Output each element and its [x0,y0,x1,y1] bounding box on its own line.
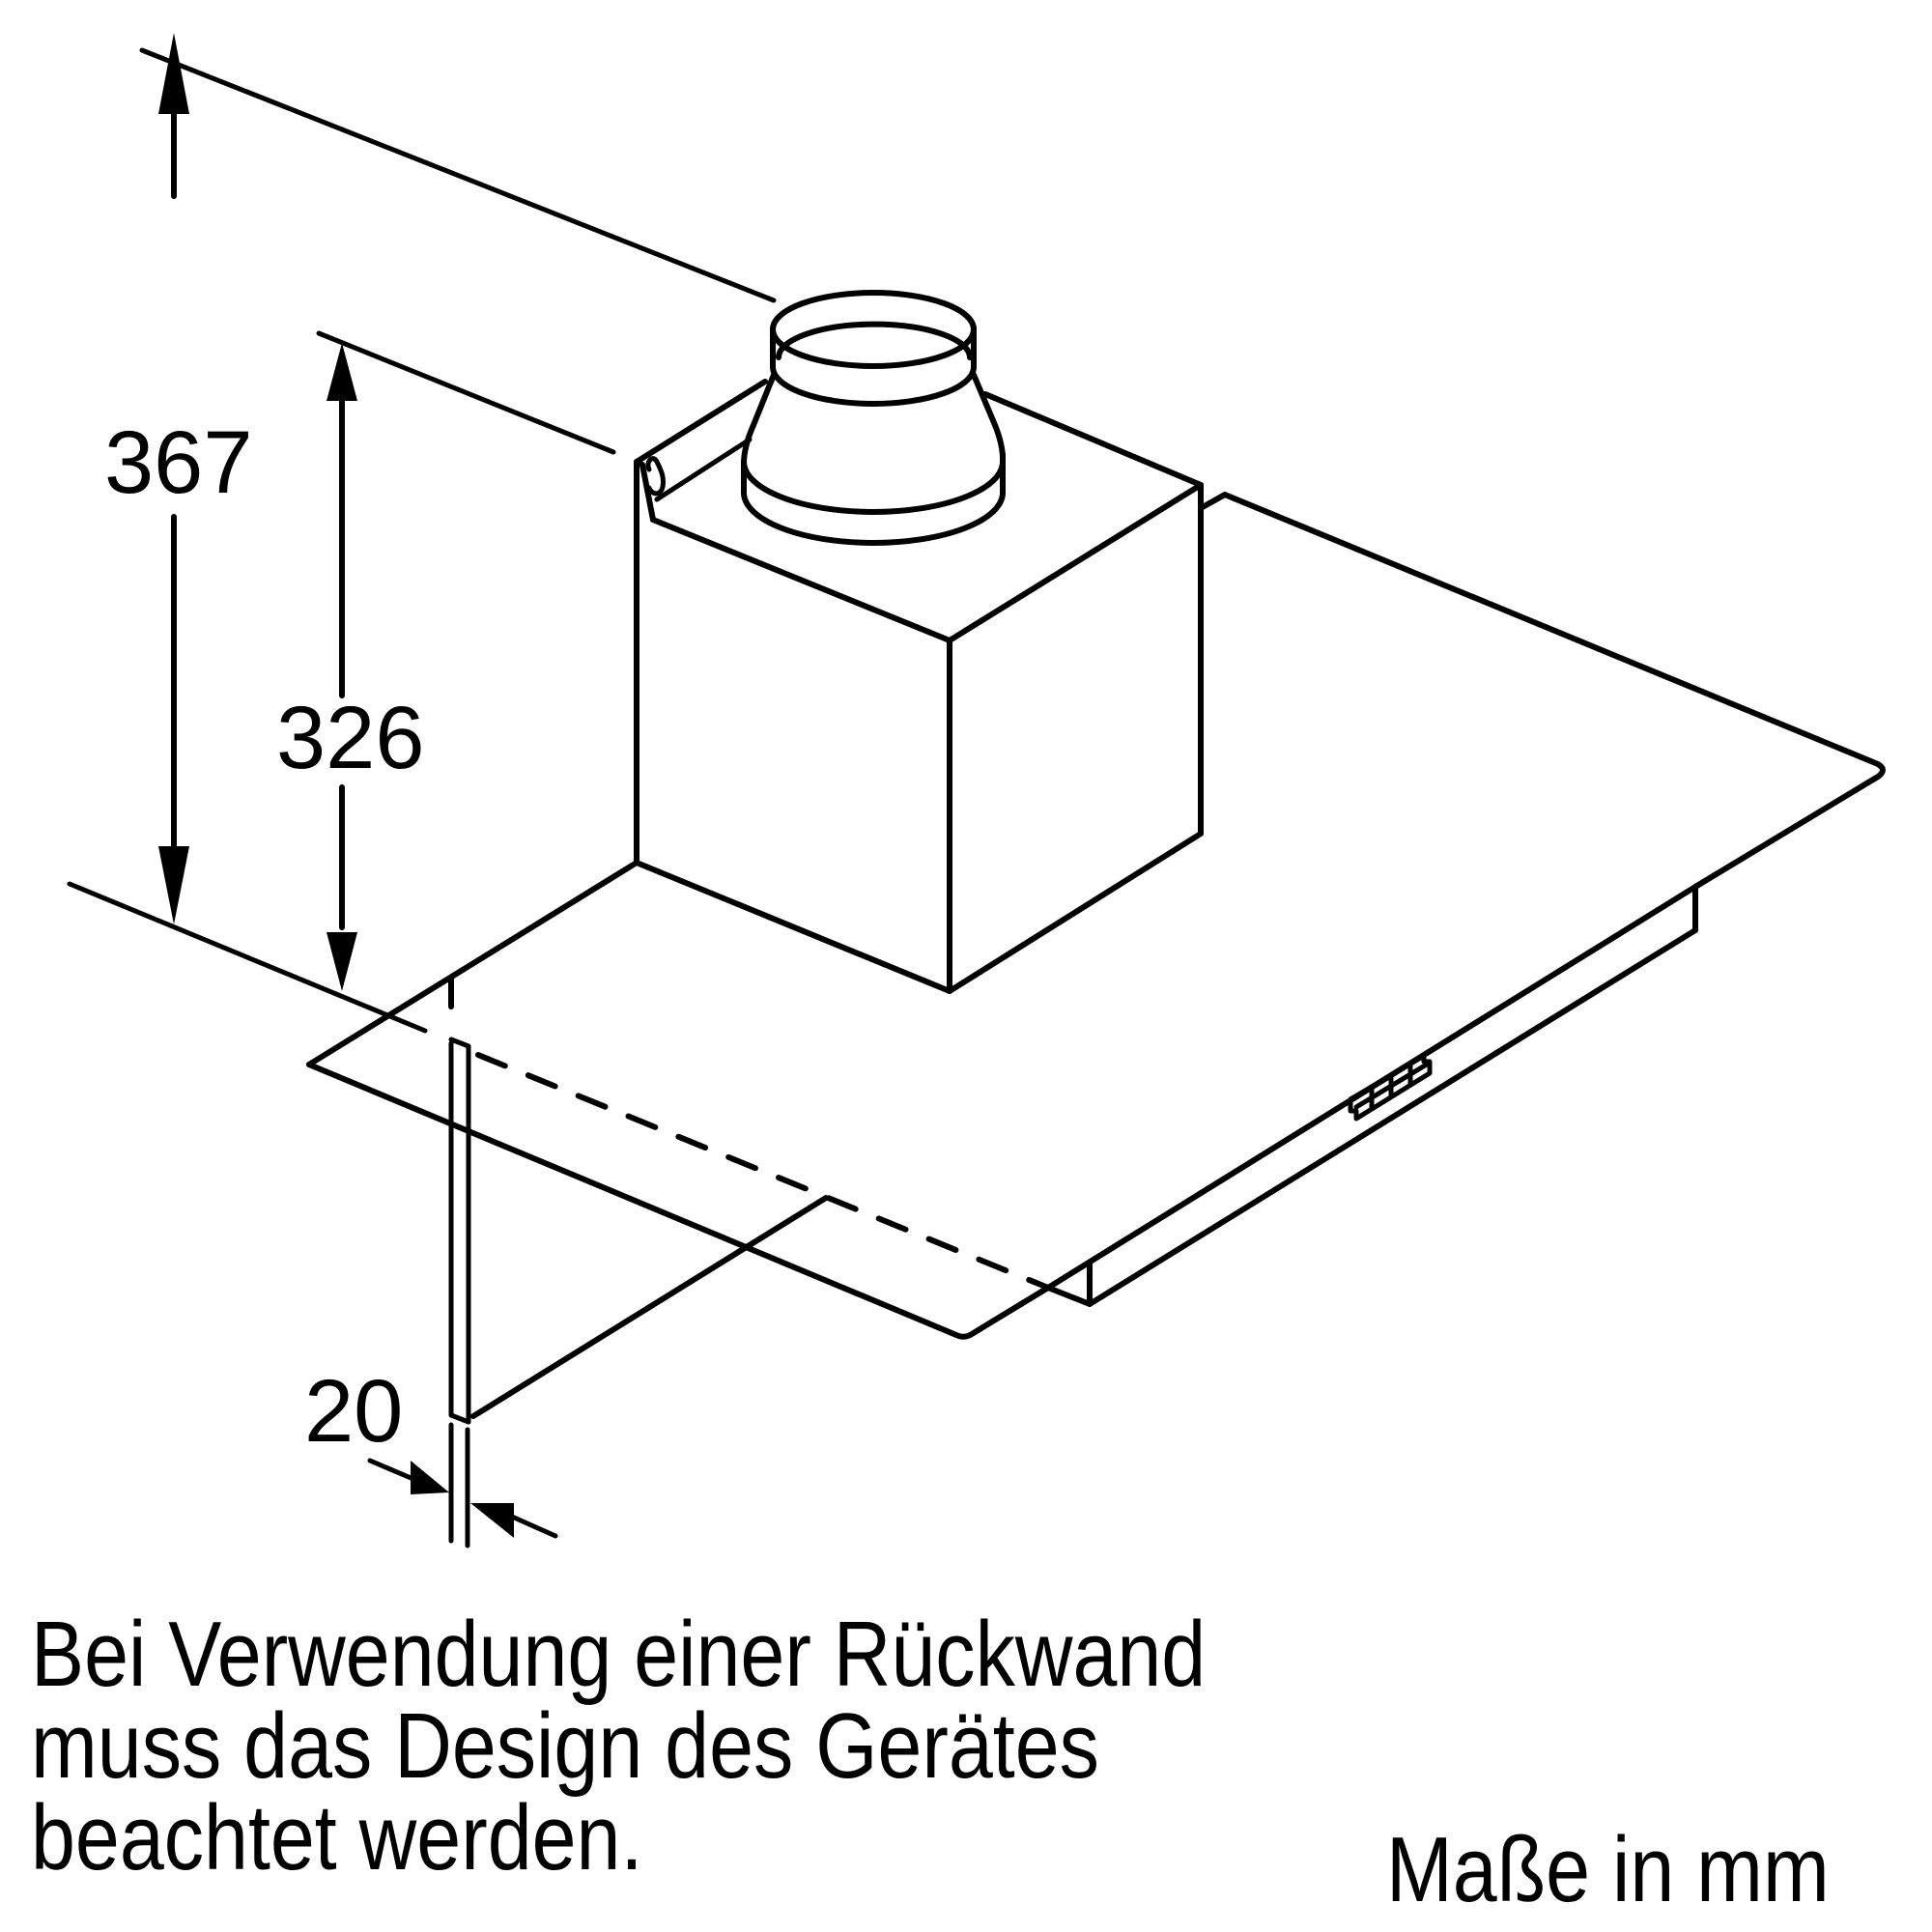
note-line-2: muss das Design des Gerätes [31,1694,1099,1798]
dimension-20: 20 [304,1362,558,1548]
dimension-367: 367 [104,33,253,924]
arrow-right-icon [411,1461,449,1494]
units-label: Maße in mm [1386,1818,1830,1921]
arrow-up-icon [158,33,189,114]
note-line-1: Bei Verwendung einer Rückwand [31,1603,1207,1706]
dimension-326-label: 326 [276,689,425,787]
arrow-down-icon [158,846,189,924]
installation-note: Bei Verwendung einer Rückwand muss das D… [31,1603,1207,1889]
dimension-367-label: 367 [104,413,253,512]
arrow-up-icon [327,343,357,401]
hook-icon [645,456,666,497]
arrow-left-icon [470,1503,514,1538]
rear-wall-panel [448,975,1051,1425]
control-panel [1348,1053,1433,1122]
dimension-20-label: 20 [304,1362,403,1461]
arrow-down-icon [327,932,357,991]
dimension-326: 326 [276,343,425,991]
chimney-box [634,379,1204,994]
extension-lines [67,47,777,1034]
exhaust-collar [741,290,1006,546]
note-line-3: beachtet werden. [31,1786,643,1889]
canopy [306,492,1886,1419]
